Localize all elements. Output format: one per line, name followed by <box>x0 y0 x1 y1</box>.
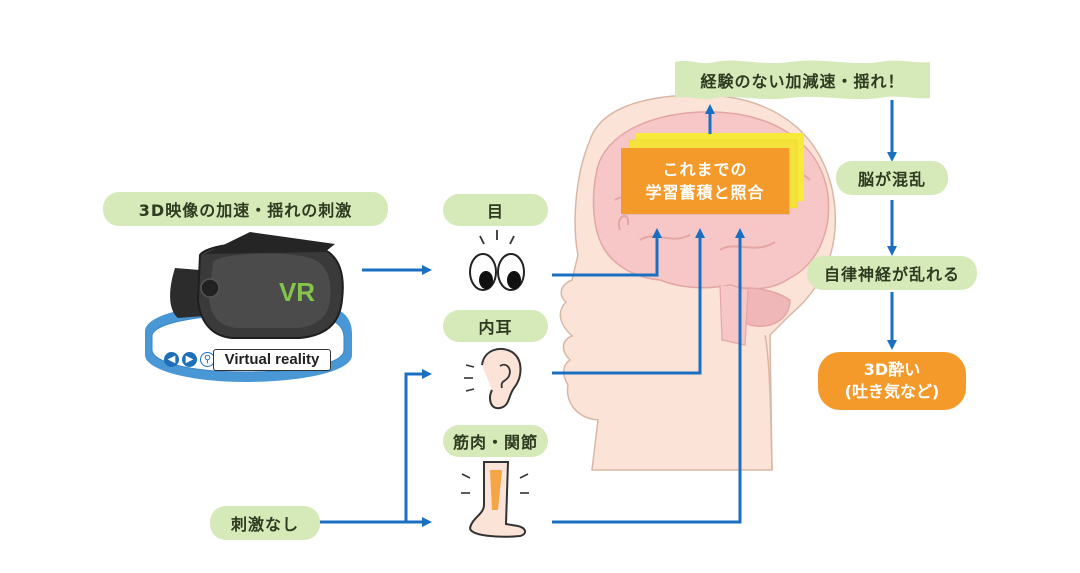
arrow-eye-to-brain <box>552 228 662 277</box>
band-icons: ◀ ▶ ⚲ <box>164 352 215 367</box>
learning-note-line1: これまでの <box>662 159 748 179</box>
muscles-label: 筋肉・関節 <box>443 425 548 457</box>
eye-label: 目 <box>443 194 548 226</box>
sickness-result: 3D酔い (吐き気など) <box>818 352 966 410</box>
arrow-nostim-to-ear <box>318 369 432 524</box>
sickness-line1: 3D酔い <box>863 360 921 380</box>
brain-confused-label: 脳が混乱 <box>836 161 948 195</box>
experience-banner-shape <box>675 60 930 100</box>
band-text: Virtual reality <box>213 349 331 371</box>
stimulus-label: 3D映像の加速・揺れの刺激 <box>103 192 388 226</box>
inner-ear-label: 内耳 <box>443 310 548 342</box>
no-stimulus-label: 刺激なし <box>210 506 320 540</box>
eyes-icon <box>469 230 525 291</box>
forward-icon: ▶ <box>182 352 197 367</box>
learning-note-line2: 学習蓄積と照合 <box>645 183 765 202</box>
autonomic-label: 自律神経が乱れる <box>807 256 977 290</box>
vr-logo: VR <box>278 277 316 307</box>
experience-banner: 経験のない加減速・揺れ！ <box>700 72 905 91</box>
arrow-ear-to-brain <box>552 228 705 375</box>
arrow-muscles-to-brain <box>552 228 745 524</box>
ear-icon <box>464 347 522 410</box>
sickness-line2: (吐き気など) <box>844 382 940 401</box>
back-icon: ◀ <box>164 352 179 367</box>
leg-icon <box>461 461 529 538</box>
flow-arrows <box>318 100 897 527</box>
learning-note: これまでの 学習蓄積と照合 <box>621 148 789 214</box>
